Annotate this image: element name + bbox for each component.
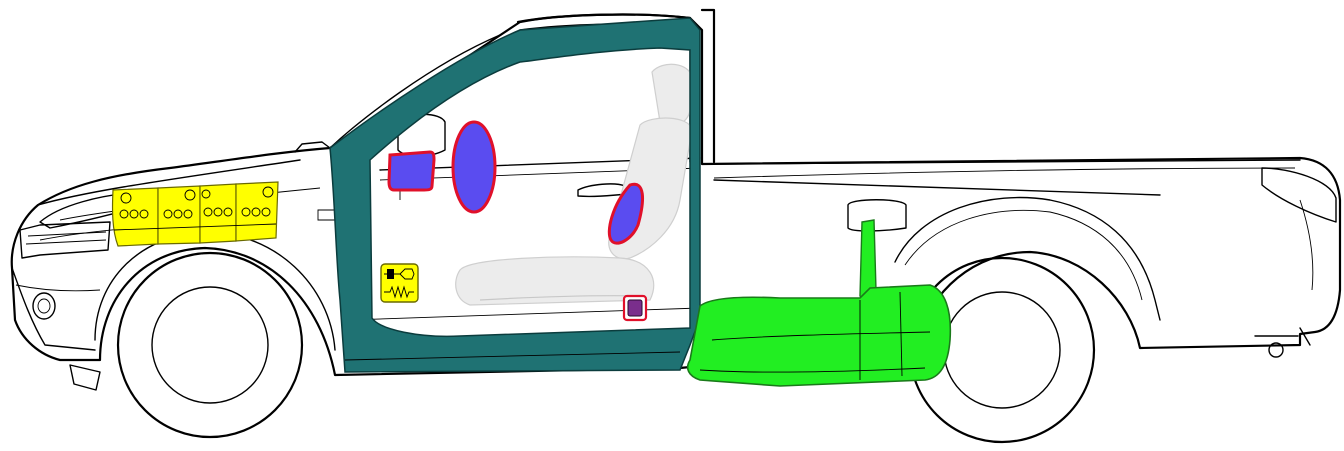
battery-icon xyxy=(200,184,236,243)
fuel-tank xyxy=(688,220,951,386)
front-wheel xyxy=(118,253,302,437)
curtain-airbag xyxy=(453,122,495,212)
airbag-control-module xyxy=(624,296,646,320)
fuel-tank-icon xyxy=(688,285,951,386)
battery-modules xyxy=(113,182,278,246)
hv-warning-label xyxy=(381,264,418,302)
control-module-icon xyxy=(628,300,642,316)
battery-icon xyxy=(158,186,200,244)
side-airbag-front xyxy=(389,152,434,190)
airbag-icon xyxy=(389,152,434,190)
battery-icon xyxy=(236,182,278,241)
battery-icon xyxy=(113,188,158,246)
airbag-icon xyxy=(453,122,495,212)
